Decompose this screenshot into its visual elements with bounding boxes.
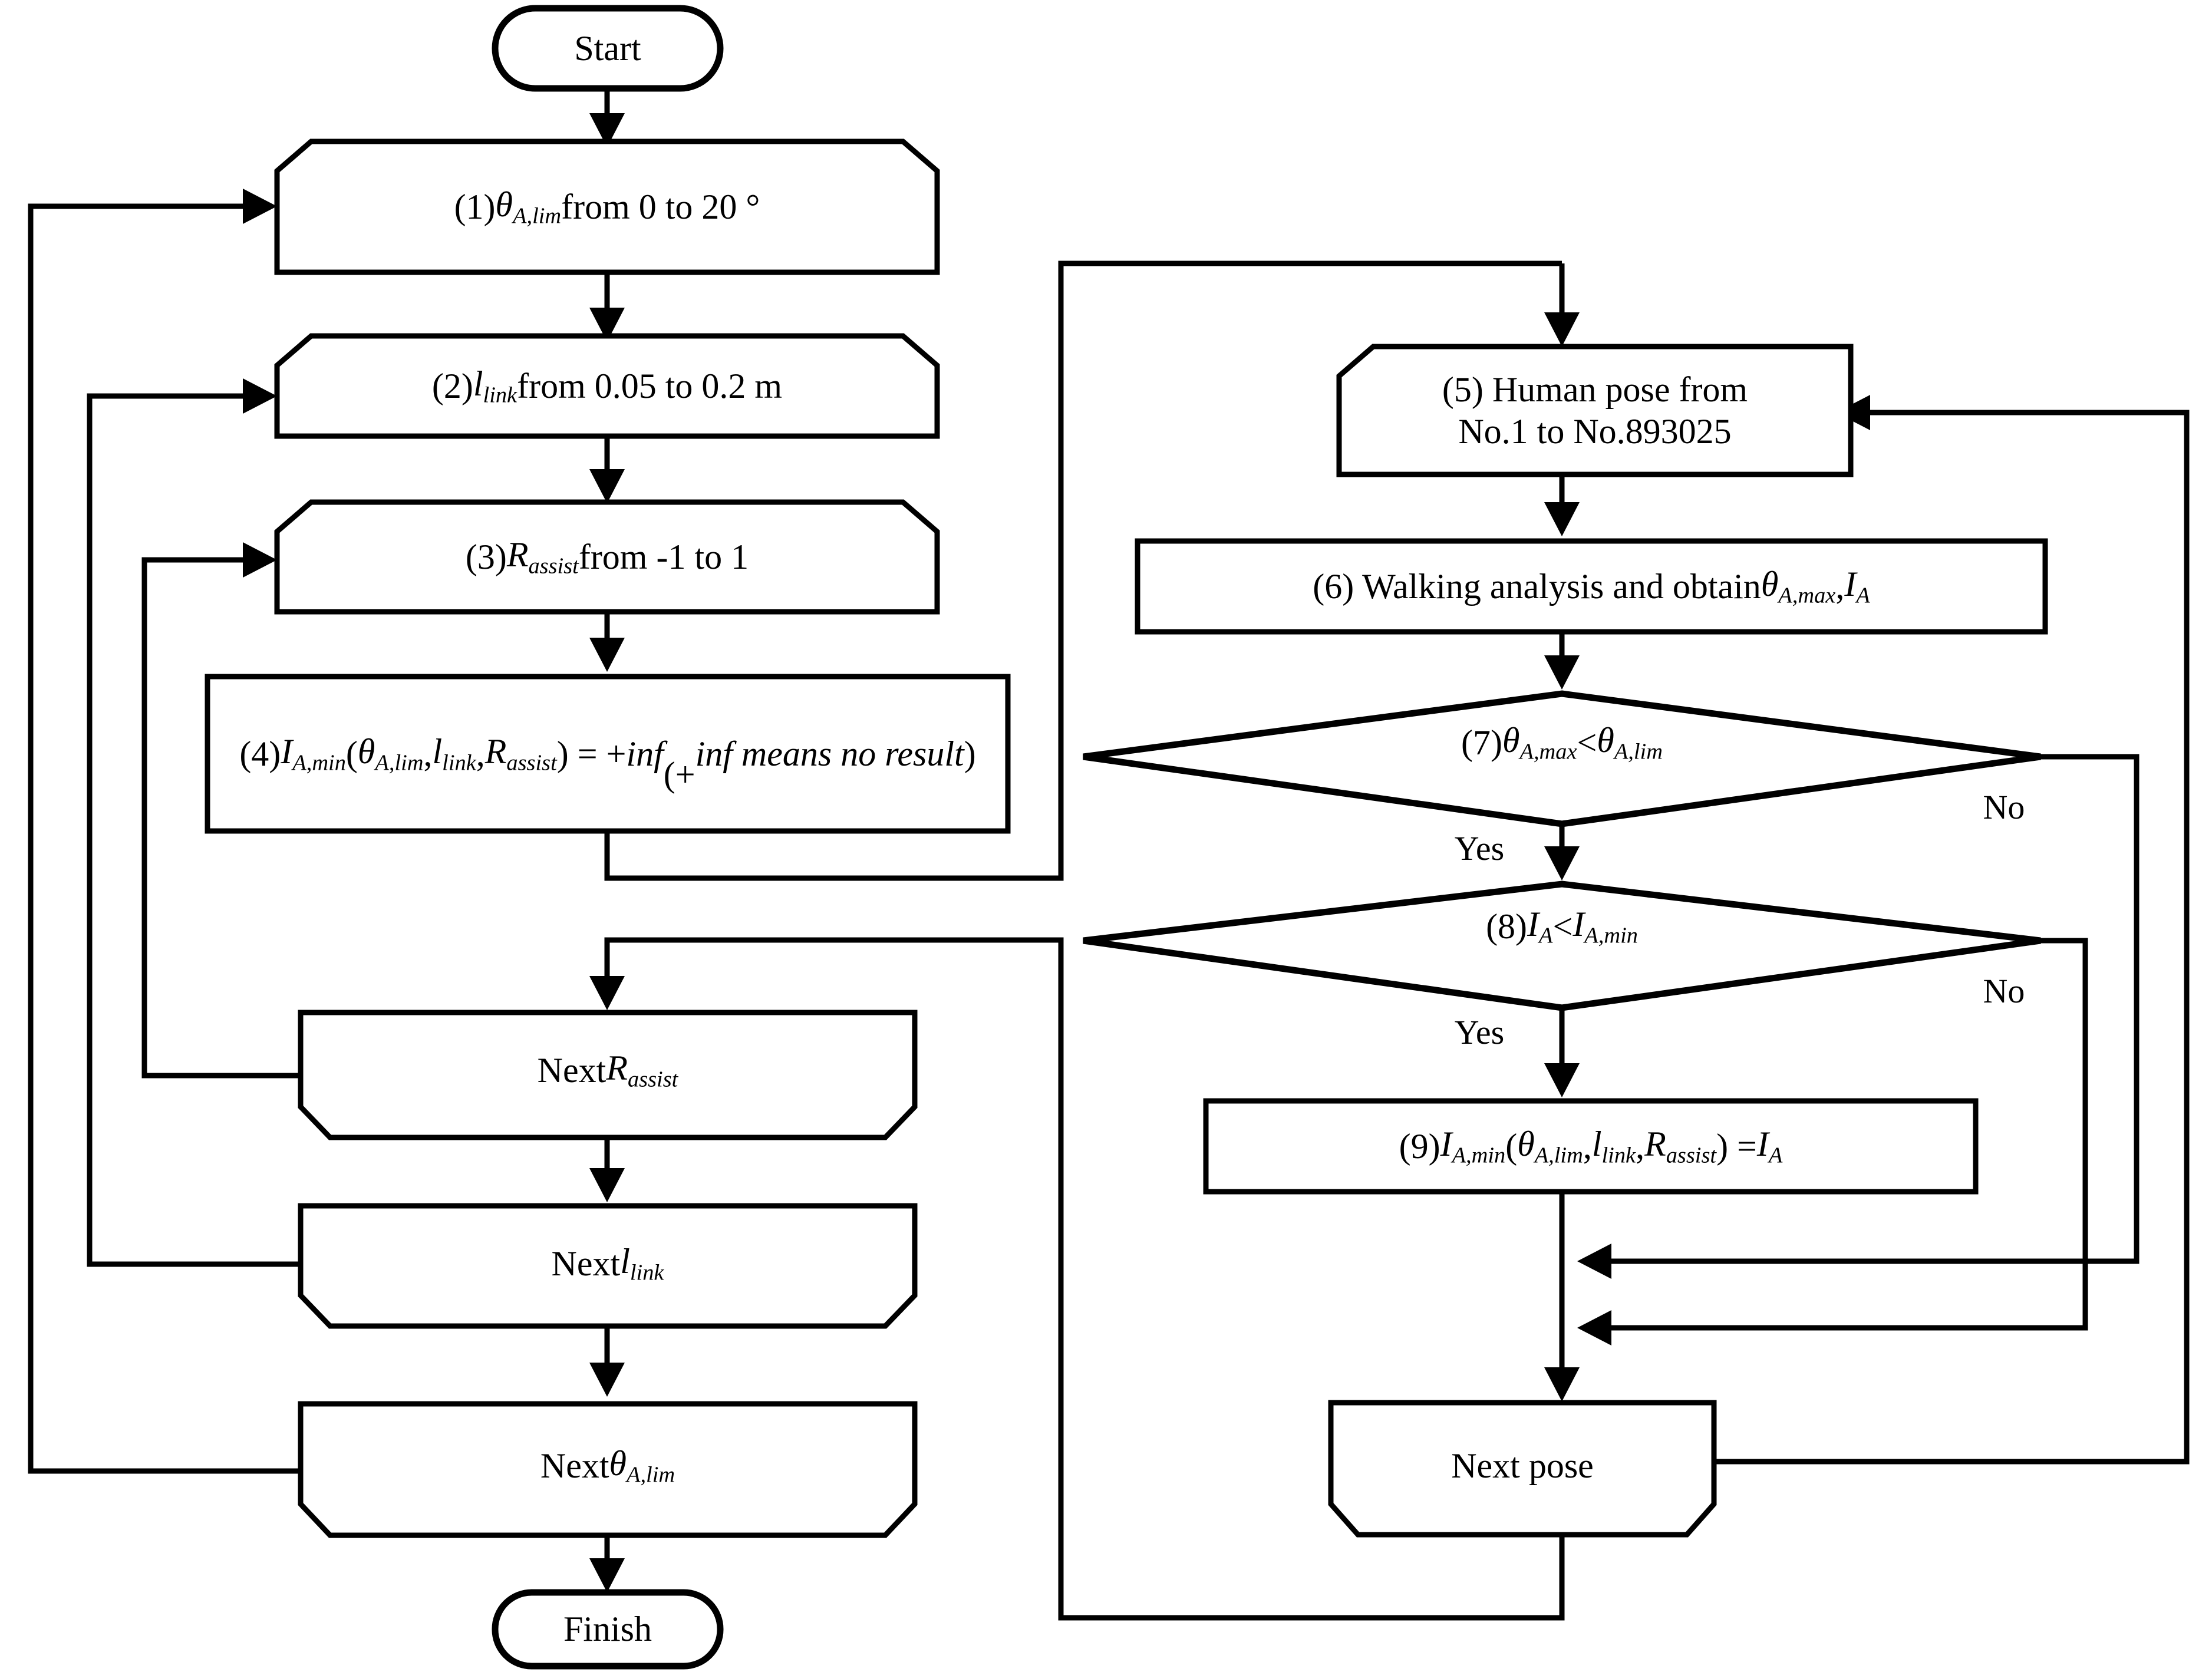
edge-7-no-to-next-pose [1577,754,2140,1279]
edge-next-theta-to-finish [589,1535,625,1592]
edge-9-to-next-pose [1544,1192,1580,1401]
node-start[interactable] [492,5,724,92]
edge-next-theta-to-1 [28,189,301,1474]
edge-next-llink-to-2 [87,378,301,1267]
node-next-llink[interactable] [298,1203,918,1329]
edge-8-yes-to-9 [1544,1008,1580,1097]
edge-2-to-3 [589,436,625,503]
edge-6-to-7 [1544,632,1580,690]
node-next-theta[interactable] [298,1401,918,1538]
edge-7-yes-to-8 [1544,824,1580,880]
node-step-9[interactable] [1203,1098,1979,1195]
node-next-pose[interactable] [1328,1400,1717,1538]
edge-start-to-1 [589,88,625,147]
node-finish[interactable] [492,1589,724,1670]
node-step-3[interactable] [274,499,940,615]
edge-4-to-5 [604,260,1580,881]
node-step-2[interactable] [274,333,940,439]
node-step-1[interactable] [274,138,940,275]
node-decision-8[interactable] [1083,880,2041,1011]
edge-next-rassist-to-next-llink [589,1137,625,1202]
node-next-rassist[interactable] [298,1010,918,1140]
edge-3-to-4 [589,612,625,672]
node-decision-7[interactable] [1083,690,2041,827]
node-step-6[interactable] [1135,538,2048,635]
edge-next-llink-to-next-theta [589,1326,625,1397]
node-step-5[interactable] [1336,344,1854,477]
node-step-4[interactable] [205,674,1011,834]
edge-1-to-2 [589,272,625,342]
edge-5-to-6 [1544,474,1580,536]
edge-next-rassist-to-3 [141,542,301,1079]
edge-next-pose-to-next-rassist [589,937,1565,1621]
